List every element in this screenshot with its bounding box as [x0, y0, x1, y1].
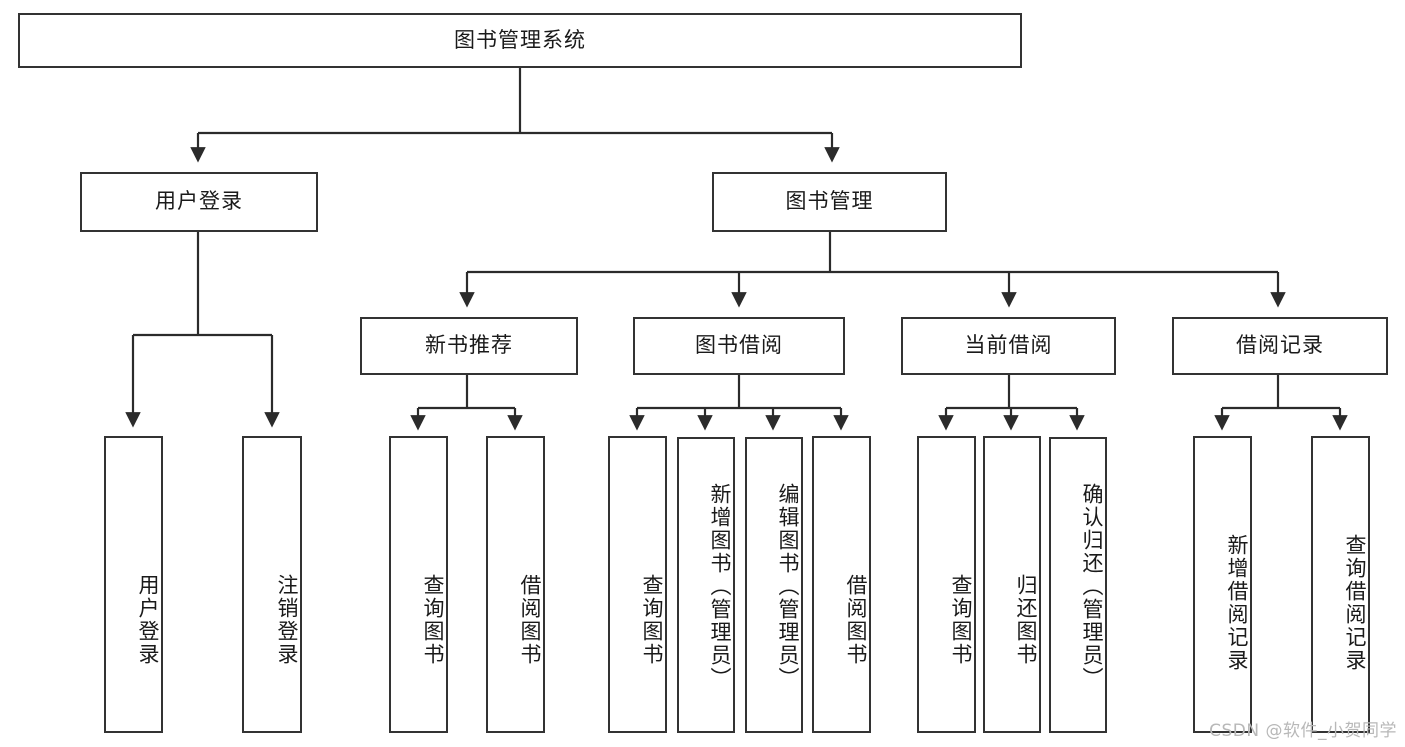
node-current-borrow[interactable]: 当前借阅	[901, 317, 1116, 375]
leaf-logout-login[interactable]: 注销登录	[242, 436, 302, 733]
csdn-watermark: CSDN @软件_小贺同学	[1209, 721, 1397, 741]
node-book-manage[interactable]: 图书管理	[712, 172, 947, 232]
leaf-user-login[interactable]: 用户登录	[104, 436, 163, 733]
leaf-borrow-book-recommend[interactable]: 借阅图书	[486, 436, 545, 733]
leaf-confirm-return-admin[interactable]: 确认归还（管理员）	[1049, 437, 1107, 733]
leaf-query-book-recommend[interactable]: 查询图书	[389, 436, 448, 733]
leaf-query-borrow-record[interactable]: 查询借阅记录	[1311, 436, 1370, 733]
node-borrow-record[interactable]: 借阅记录	[1172, 317, 1388, 375]
node-new-book-recommend[interactable]: 新书推荐	[360, 317, 578, 375]
leaf-query-book-borrow[interactable]: 查询图书	[608, 436, 667, 733]
leaf-return-book[interactable]: 归还图书	[983, 436, 1041, 733]
leaf-query-book-current[interactable]: 查询图书	[917, 436, 976, 733]
leaf-edit-book-admin[interactable]: 编辑图书（管理员）	[745, 437, 803, 733]
leaf-add-borrow-record[interactable]: 新增借阅记录	[1193, 436, 1252, 733]
node-book-borrow[interactable]: 图书借阅	[633, 317, 845, 375]
leaf-add-book-admin[interactable]: 新增图书（管理员）	[677, 437, 735, 733]
node-user-login[interactable]: 用户登录	[80, 172, 318, 232]
node-root-system[interactable]: 图书管理系统	[18, 13, 1022, 68]
leaf-borrow-book-borrow[interactable]: 借阅图书	[812, 436, 871, 733]
